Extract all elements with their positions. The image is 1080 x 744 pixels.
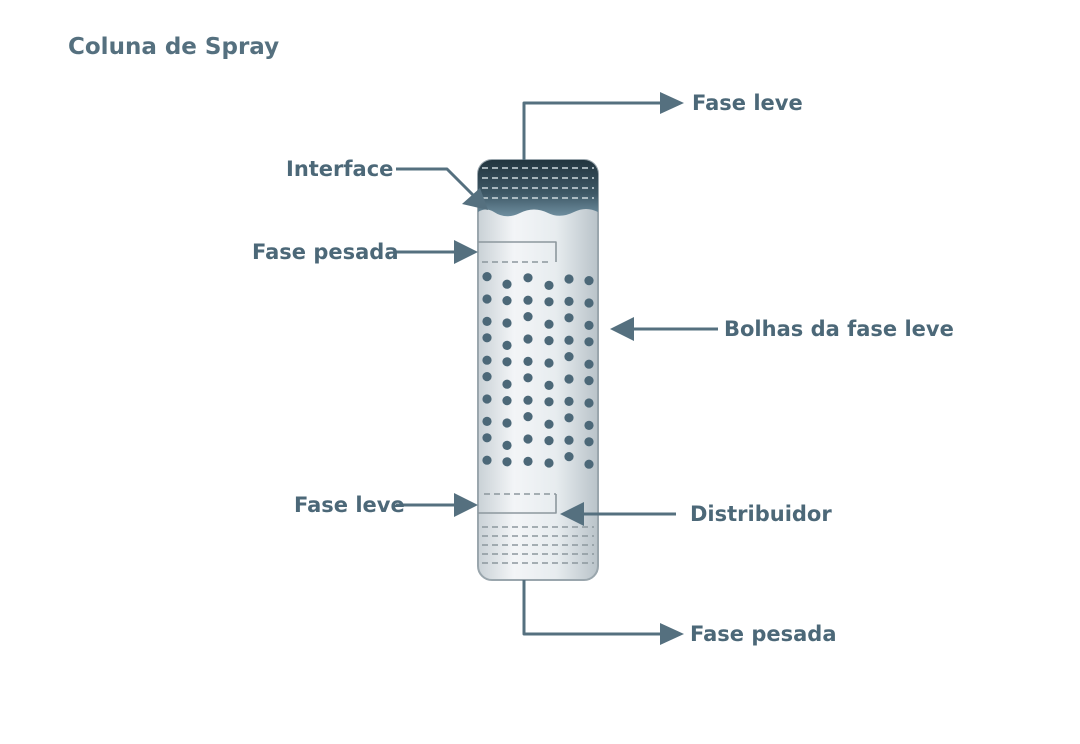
- triangle-arrow-icon: [454, 240, 478, 264]
- bubble: [584, 337, 594, 347]
- triangle-arrow-icon: [560, 502, 584, 526]
- bubble: [523, 273, 533, 283]
- bubble: [564, 374, 574, 384]
- bubble: [523, 356, 533, 366]
- bubble: [523, 412, 533, 422]
- bubble: [544, 397, 554, 407]
- label-heavy-phase-out: Fase pesada: [690, 622, 837, 646]
- heavy-phase-lines: [482, 526, 594, 564]
- label-light-phase-out: Fase leve: [692, 91, 803, 115]
- bubble: [523, 456, 533, 466]
- bubble: [544, 297, 554, 307]
- bubble: [564, 413, 574, 423]
- bubble: [544, 380, 554, 390]
- bubble: [544, 336, 554, 346]
- bubble: [564, 313, 574, 323]
- bubble: [502, 379, 512, 389]
- bubble: [544, 419, 554, 429]
- bubble: [564, 452, 574, 462]
- triangle-arrow-icon: [660, 623, 684, 645]
- bubble: [584, 298, 594, 308]
- triangle-arrow-icon: [660, 92, 684, 114]
- bubble: [482, 433, 492, 443]
- bubble: [584, 276, 594, 286]
- label-distributor: Distribuidor: [690, 502, 832, 526]
- bubble: [523, 312, 533, 322]
- bubble: [502, 340, 512, 350]
- bubble: [584, 459, 594, 469]
- bubble: [584, 420, 594, 430]
- bubble: [502, 296, 512, 306]
- bubble: [544, 319, 554, 329]
- triangle-arrow-icon: [610, 317, 634, 341]
- bubble: [584, 398, 594, 408]
- bubble: [564, 435, 574, 445]
- bubble: [564, 274, 574, 284]
- bubble: [523, 334, 533, 344]
- bubble: [482, 316, 492, 326]
- label-bubbles: Bolhas da fase leve: [724, 317, 954, 341]
- bubble: [482, 416, 492, 426]
- bubble: [482, 333, 492, 343]
- distributor-pointer-arrow: [560, 502, 676, 526]
- bubble: [502, 357, 512, 367]
- triangle-arrow-icon: [462, 188, 488, 210]
- bubble: [584, 320, 594, 330]
- bubble: [544, 436, 554, 446]
- bubble: [523, 395, 533, 405]
- heavy-phase-outlet-arrow: [522, 580, 684, 645]
- bubble: [502, 279, 512, 289]
- heavy-phase-distributor: [478, 241, 557, 263]
- bubble: [482, 394, 492, 404]
- light-phase-distributor: [478, 493, 557, 514]
- bubble: [564, 396, 574, 406]
- bubble: [502, 457, 512, 467]
- bubble: [584, 359, 594, 369]
- bubble: [502, 418, 512, 428]
- bubble: [544, 458, 554, 468]
- bubble: [523, 434, 533, 444]
- triangle-arrow-icon: [454, 493, 478, 517]
- bubble: [544, 280, 554, 290]
- bubble: [523, 295, 533, 305]
- bubble: [482, 272, 492, 282]
- bubble: [502, 318, 512, 328]
- bubble: [482, 355, 492, 365]
- bubble: [544, 358, 554, 368]
- bubble: [482, 294, 492, 304]
- diagram-title: Coluna de Spray: [68, 34, 279, 60]
- bubble: [482, 455, 492, 465]
- bubble: [523, 373, 533, 383]
- spray-column: [477, 159, 599, 581]
- bubble: [482, 372, 492, 382]
- label-light-phase-in: Fase leve: [294, 493, 405, 517]
- bubble: [564, 335, 574, 345]
- light-phase-bubbles: [482, 272, 594, 469]
- bubble: [564, 296, 574, 306]
- interface-pointer-arrow: [396, 167, 488, 210]
- light-phase-inlet-arrow: [396, 493, 478, 517]
- top-layer-lines: [482, 167, 594, 199]
- label-heavy-phase-in: Fase pesada: [252, 240, 399, 264]
- bubble: [584, 376, 594, 386]
- heavy-phase-inlet-arrow: [396, 240, 478, 264]
- label-interface: Interface: [286, 157, 393, 181]
- bubble: [584, 437, 594, 447]
- bubble: [502, 396, 512, 406]
- bubble: [564, 352, 574, 362]
- bubble: [502, 440, 512, 450]
- bubbles-pointer-arrow: [610, 317, 718, 341]
- light-phase-outlet-arrow: [522, 92, 684, 160]
